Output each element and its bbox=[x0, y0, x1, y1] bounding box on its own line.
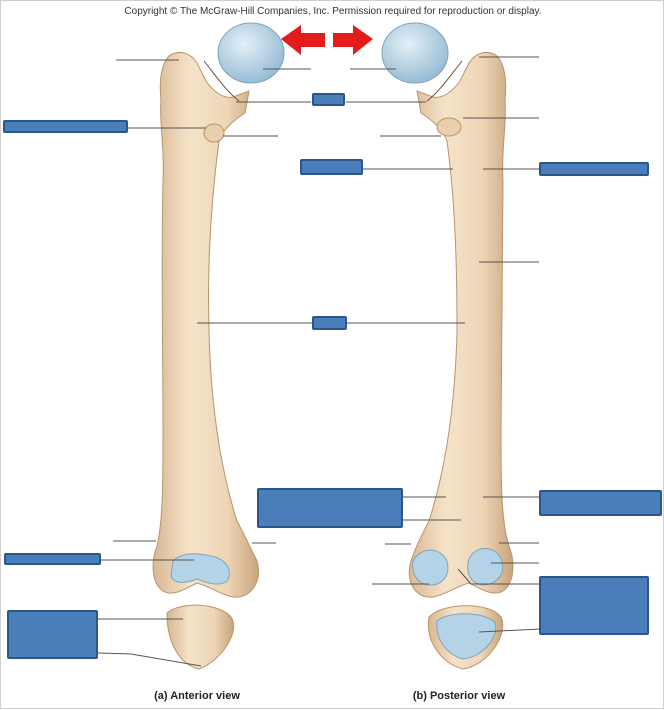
posterior-medial-condyle bbox=[412, 549, 449, 586]
patella-posterior-cartilage bbox=[436, 613, 497, 660]
anterior-femoral-head bbox=[217, 22, 285, 84]
arrow-left-icon bbox=[281, 25, 325, 55]
label-box-right-lower-2[interactable] bbox=[539, 576, 649, 635]
posterior-femoral-head bbox=[381, 22, 449, 84]
anterior-femur bbox=[152, 22, 285, 598]
posterior-femur bbox=[381, 22, 514, 598]
label-box-center-lower-large[interactable] bbox=[257, 488, 403, 528]
caption-posterior-view: (b) Posterior view bbox=[412, 690, 506, 702]
label-box-neck[interactable] bbox=[312, 93, 345, 106]
posterior-femur-body bbox=[408, 52, 514, 598]
label-box-shaft[interactable] bbox=[312, 316, 347, 330]
patella-anterior bbox=[166, 604, 235, 670]
label-box-right-lower-1[interactable] bbox=[539, 490, 662, 516]
label-box-left-lower[interactable] bbox=[7, 610, 98, 659]
anterior-neck-line bbox=[203, 60, 240, 102]
lesser-trochanter-posterior bbox=[436, 117, 462, 137]
lesser-trochanter-anterior bbox=[203, 123, 225, 143]
arrow-right-icon bbox=[333, 25, 373, 55]
label-box-right-upper[interactable] bbox=[539, 162, 649, 176]
anterior-patellar-surface bbox=[170, 553, 230, 585]
label-box-center-upper[interactable] bbox=[300, 159, 363, 175]
posterior-neck-line bbox=[426, 60, 463, 102]
leader-lines bbox=[97, 56, 541, 667]
posterior-lateral-condyle bbox=[467, 548, 503, 586]
label-box-left-long-1[interactable] bbox=[3, 120, 128, 133]
anterior-femur-body bbox=[152, 52, 259, 598]
copyright-notice: Copyright © The McGraw-Hill Companies, I… bbox=[124, 6, 542, 17]
caption-anterior-view: (a) Anterior view bbox=[154, 690, 240, 702]
label-box-left-long-2[interactable] bbox=[4, 553, 101, 565]
